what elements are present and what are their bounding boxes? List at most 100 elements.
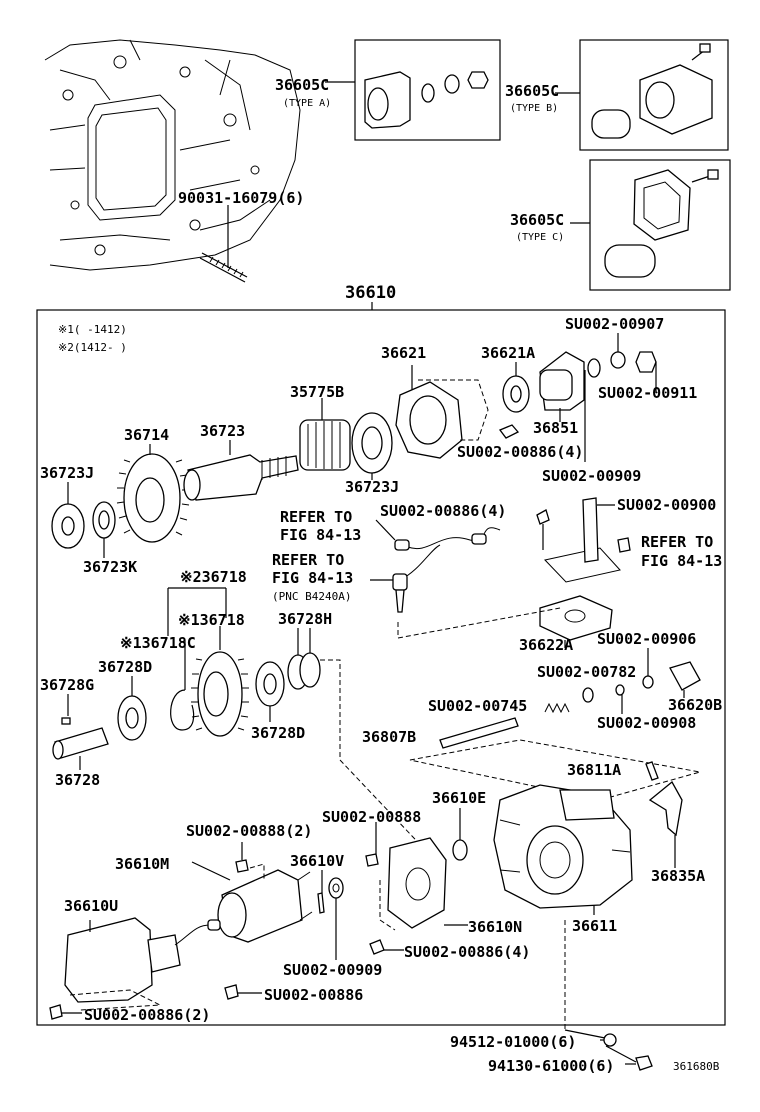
bolt-su00888: [365, 822, 379, 867]
small-parts-right: [582, 648, 701, 714]
bolt-su00886-a: [498, 370, 586, 462]
label-36610n: 36610N: [468, 918, 522, 936]
label-36728d-b: 36728D: [251, 724, 305, 742]
part-36723j-ring: [351, 412, 393, 480]
label-36728g: 36728G: [40, 676, 94, 694]
label-36610m: 36610M: [115, 855, 169, 873]
label-su002-00906: SU002-00906: [597, 630, 696, 648]
part-36718-gear: [191, 651, 249, 737]
label-36610v: 36610V: [290, 852, 344, 870]
assembly-frame: [36, 309, 726, 1026]
bracket-36622a: [397, 497, 631, 648]
label-36605c-type-c: 36605C: [510, 211, 564, 229]
note-2: ※2(1412- ): [58, 341, 127, 354]
part-36835a-fork: [648, 781, 683, 868]
sensor-harness: [370, 519, 501, 613]
label-su002-00886: SU002-00886: [264, 986, 363, 1004]
part-36714-gear: [116, 444, 190, 543]
label-type-a: (TYPE A): [283, 98, 331, 109]
label-su002-00900: SU002-00900: [617, 496, 716, 514]
label-refer-3b: FIG 84-13: [641, 552, 722, 570]
label-36714: 36714: [124, 426, 169, 444]
label-94512-01000: 94512-01000(6): [450, 1033, 576, 1051]
label-su002-00886-2: SU002-00886(2): [84, 1006, 210, 1024]
figure-reference: 361680B: [673, 1060, 720, 1073]
label-refer-1a: REFER TO: [280, 508, 352, 526]
label-36718-2: ※236718: [180, 568, 247, 586]
part-36728g-key: [61, 694, 71, 725]
part-36610u-cover: [64, 917, 221, 1011]
label-36610u: 36610U: [64, 897, 118, 915]
label-type-b: (TYPE B): [510, 103, 558, 114]
part-36718c-snapring: [170, 689, 195, 731]
label-su002-00886-4-c: SU002-00886(4): [404, 943, 530, 961]
label-36610: 36610: [345, 283, 396, 303]
label-94130-61000: 94130-61000(6): [488, 1057, 614, 1075]
label-36718-1: ※136718: [178, 611, 245, 629]
label-type-c: (TYPE C): [516, 232, 564, 243]
label-refer-3a: REFER TO: [641, 533, 713, 551]
part-35775b-bearing: [299, 398, 351, 471]
part-36728d-right: [255, 661, 285, 722]
label-36835a: 36835A: [651, 867, 705, 885]
label-36621a: 36621A: [481, 344, 535, 362]
label-36807b: 36807B: [362, 728, 416, 746]
label-90031-16079: 90031-16079(6): [178, 189, 304, 207]
transmission-case-sketch: [44, 39, 301, 283]
bracket-36718-labels: [167, 587, 227, 690]
part-36728-shaft: [52, 727, 109, 770]
part-36723-shaft: [183, 440, 299, 501]
label-36605c-type-b: 36605C: [505, 82, 559, 100]
part-36610m-actuator: [191, 842, 313, 943]
label-36728: 36728: [55, 771, 100, 789]
label-36723j-b: 36723J: [40, 464, 94, 482]
part-36610n-cover: [379, 837, 468, 931]
part-36851-housing: [539, 351, 601, 422]
part-36610v: [317, 870, 325, 914]
label-36611: 36611: [572, 917, 617, 935]
part-36811a-pin: [645, 761, 659, 781]
part-36723j-left: [51, 482, 85, 549]
label-36723k: 36723K: [83, 558, 137, 576]
type-c-box: [570, 159, 731, 291]
label-36723: 36723: [200, 422, 245, 440]
label-36620b: 36620B: [668, 696, 722, 714]
label-36718c: ※136718C: [120, 634, 196, 652]
label-36728d-a: 36728D: [98, 658, 152, 676]
label-36621: 36621: [381, 344, 426, 362]
label-su002-00909-a: SU002-00909: [542, 467, 641, 485]
part-36610e: [452, 808, 468, 861]
hardware-top-right: [610, 333, 657, 393]
washer-su00909-b: [328, 877, 344, 960]
label-su002-00907: SU002-00907: [565, 315, 664, 333]
label-35775b: 35775B: [290, 383, 344, 401]
bolt-su00886: [224, 984, 262, 1000]
type-a-box: [325, 39, 501, 141]
part-36807b-rod: [409, 717, 701, 801]
part-36621a: [502, 362, 530, 413]
label-36605c-type-a: 36605C: [275, 76, 329, 94]
label-pnc: (PNC B4240A): [272, 590, 351, 603]
label-36851: 36851: [533, 419, 578, 437]
bolt-su00886-c: [369, 939, 404, 955]
label-36622a: 36622A: [519, 636, 573, 654]
label-36723j-a: 36723J: [345, 478, 399, 496]
label-su002-00908: SU002-00908: [597, 714, 696, 732]
part-36611-case: [493, 784, 633, 915]
label-su002-00909-b: SU002-00909: [283, 961, 382, 979]
label-su002-00745: SU002-00745: [428, 697, 527, 715]
label-su002-00886-4-b: SU002-00886(4): [380, 502, 506, 520]
bolt-su00886-2: [49, 1004, 82, 1020]
part-36723k-washer: [92, 501, 116, 558]
label-refer-2b: FIG 84-13: [272, 569, 353, 587]
label-su002-00911: SU002-00911: [598, 384, 697, 402]
label-refer-2a: REFER TO: [272, 551, 344, 569]
part-36728h: [287, 628, 321, 690]
label-su002-00886-4-a: SU002-00886(4): [457, 443, 583, 461]
fasteners-bottom: [564, 920, 653, 1071]
label-refer-1b: FIG 84-13: [280, 526, 361, 544]
label-36610e: 36610E: [432, 789, 486, 807]
label-su002-00782: SU002-00782: [537, 663, 636, 681]
part-36728d-left: [117, 676, 147, 741]
